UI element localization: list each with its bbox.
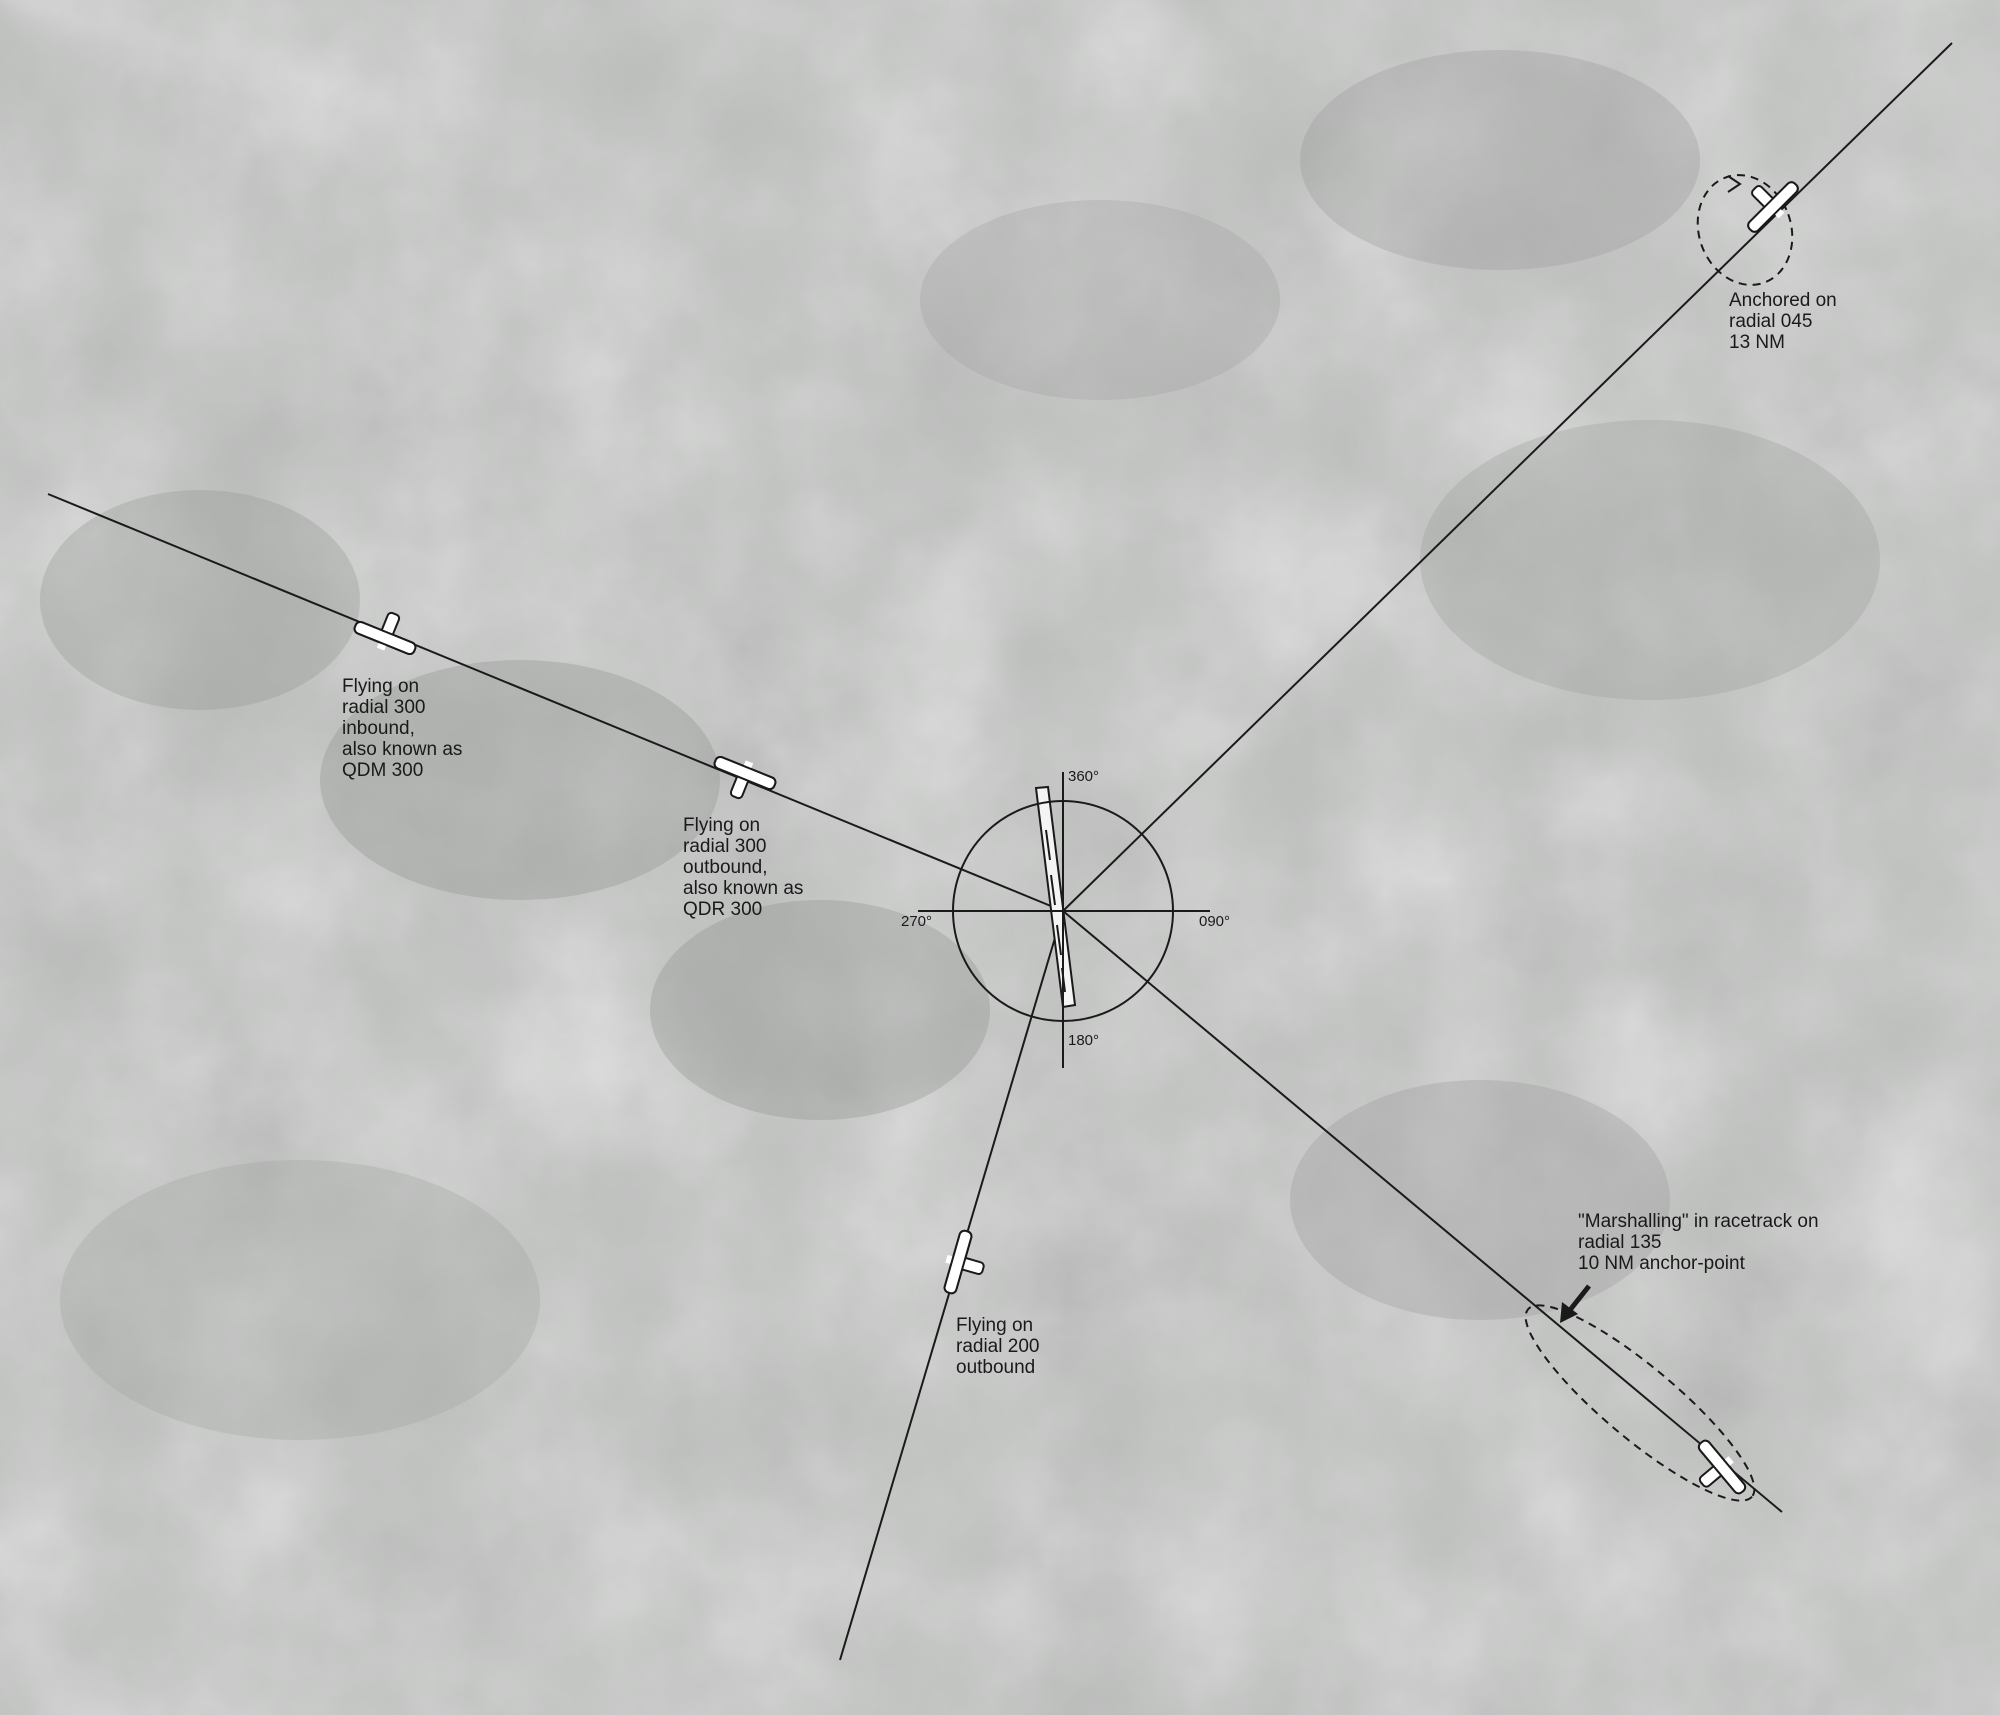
annotation-line: radial 045 <box>1729 311 1837 332</box>
annotation-line: Flying on <box>956 1315 1039 1336</box>
annotation-radial-300-inbound: Flying on radial 300 inbound, also known… <box>342 676 462 781</box>
annotation-line: outbound, <box>683 857 803 878</box>
annotation-line: radial 135 <box>1578 1232 1819 1253</box>
annotation-line: radial 300 <box>342 697 462 718</box>
annotation-line: QDM 300 <box>342 760 462 781</box>
annotation-line: QDR 300 <box>683 899 803 920</box>
annotation-line: Flying on <box>342 676 462 697</box>
compass-label-west: 270° <box>901 913 932 930</box>
annotation-line: radial 200 <box>956 1336 1039 1357</box>
annotation-radial-300-outbound: Flying on radial 300 outbound, also know… <box>683 815 803 920</box>
annotation-line: inbound, <box>342 718 462 739</box>
annotation-radial-200-outbound: Flying on radial 200 outbound <box>956 1315 1039 1378</box>
annotation-line: also known as <box>342 739 462 760</box>
annotation-radial-135-marshalling: "Marshalling" in racetrack on radial 135… <box>1578 1211 1819 1274</box>
annotation-line: outbound <box>956 1357 1039 1378</box>
annotation-line: radial 300 <box>683 836 803 857</box>
annotation-line: also known as <box>683 878 803 899</box>
annotation-line: "Marshalling" in racetrack on <box>1578 1211 1819 1232</box>
annotation-radial-045: Anchored on radial 045 13 NM <box>1729 290 1837 353</box>
annotation-line: 10 NM anchor-point <box>1578 1253 1819 1274</box>
compass-label-north: 360° <box>1068 768 1099 785</box>
annotation-line: 13 NM <box>1729 332 1837 353</box>
annotation-line: Flying on <box>683 815 803 836</box>
compass-label-south: 180° <box>1068 1032 1099 1049</box>
compass-label-east: 090° <box>1199 913 1230 930</box>
annotation-line: Anchored on <box>1729 290 1837 311</box>
